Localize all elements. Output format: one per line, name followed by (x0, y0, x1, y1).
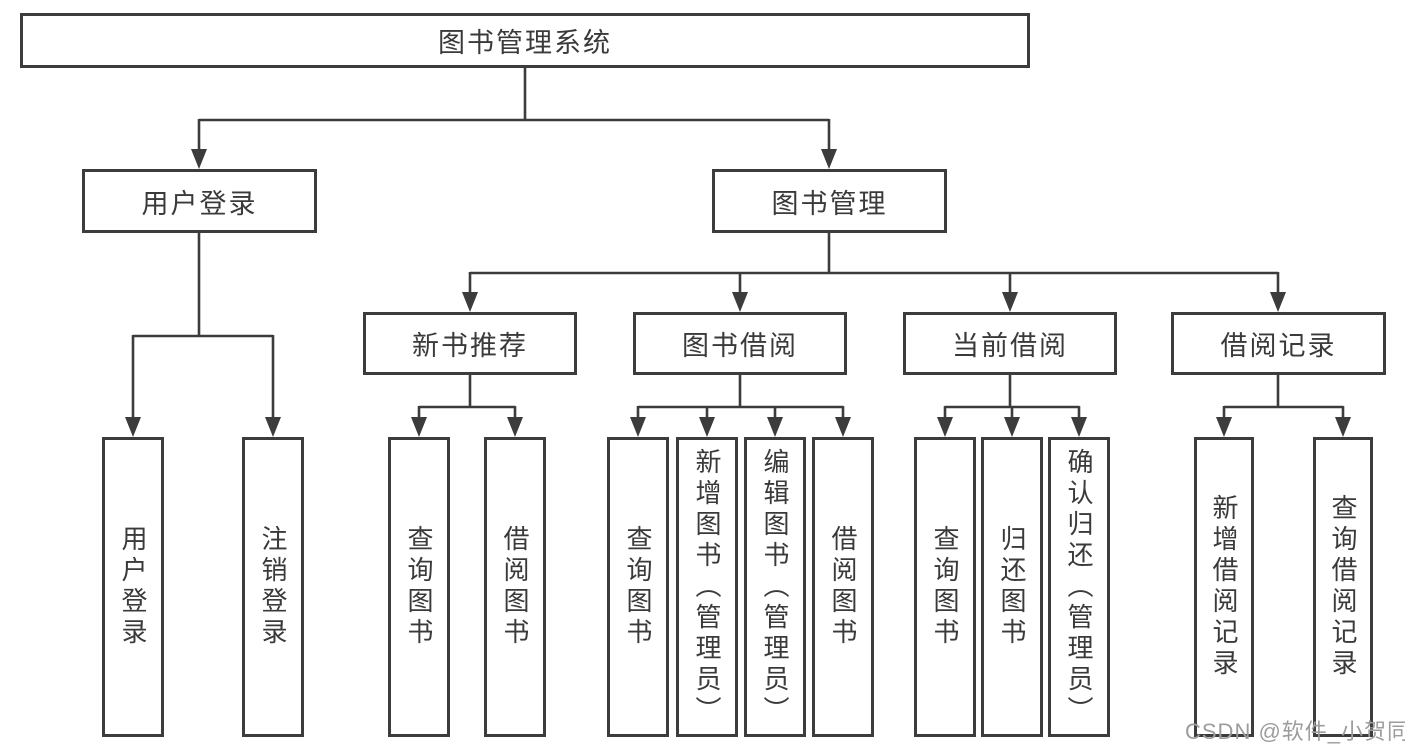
arrowhead (630, 417, 646, 437)
arrowhead (1216, 417, 1232, 437)
node-borrow-records: 借阅记录 (1171, 312, 1386, 375)
arrowhead (507, 417, 523, 437)
node-book-borrow: 图书借阅 (633, 312, 847, 375)
leaf-return-book: 归还图书 (981, 437, 1043, 737)
arrowhead (191, 149, 207, 169)
connector-current-borrow (943, 375, 1081, 419)
connector-root (197, 68, 831, 150)
leaf-query-books-borrow: 查询图书 (607, 437, 669, 737)
node-root: 图书管理系统 (20, 13, 1030, 68)
leaf-logout: 注销登录 (242, 437, 304, 737)
arrowhead (732, 292, 748, 312)
leaf-query-books-recommend: 查询图书 (388, 437, 450, 737)
arrowhead (1004, 417, 1020, 437)
connector-user-login (131, 233, 275, 419)
connector-borrow-records (1222, 375, 1345, 419)
leaf-add-borrow-record: 新增借阅记录 (1194, 437, 1254, 737)
node-book-management: 图书管理 (712, 169, 947, 233)
arrowhead (265, 417, 281, 437)
leaf-user-login: 用户登录 (102, 437, 164, 737)
arrowhead (1335, 417, 1351, 437)
connector-new-book-recommend (417, 375, 517, 419)
arrowhead (1002, 292, 1018, 312)
arrowhead (411, 417, 427, 437)
leaf-borrow-books: 借阅图书 (812, 437, 874, 737)
connector-book-borrow (636, 375, 845, 419)
arrowhead (767, 417, 783, 437)
leaf-add-book-admin: 新增图书（管理员） (676, 437, 738, 737)
leaf-borrow-books-recommend: 借阅图书 (484, 437, 546, 737)
leaf-query-books-current: 查询图书 (914, 437, 976, 737)
leaf-confirm-return-admin: 确认归还（管理员） (1048, 437, 1110, 737)
arrowhead (937, 417, 953, 437)
arrowhead (821, 149, 837, 169)
csdn-watermark: CSDN @软件_小贺同学 (1185, 719, 1405, 744)
leaf-edit-book-admin: 编辑图书（管理员） (744, 437, 806, 737)
leaf-query-borrow-record: 查询借阅记录 (1313, 437, 1373, 737)
node-current-borrow: 当前借阅 (903, 312, 1117, 375)
node-user-login: 用户登录 (82, 169, 317, 233)
node-new-book-recommend: 新书推荐 (363, 312, 577, 375)
arrowhead (1270, 292, 1286, 312)
arrowhead (125, 417, 141, 437)
arrowhead (462, 292, 478, 312)
arrowhead (1071, 417, 1087, 437)
connector-book-management (468, 233, 1280, 294)
arrowhead (835, 417, 851, 437)
arrowhead (699, 417, 715, 437)
